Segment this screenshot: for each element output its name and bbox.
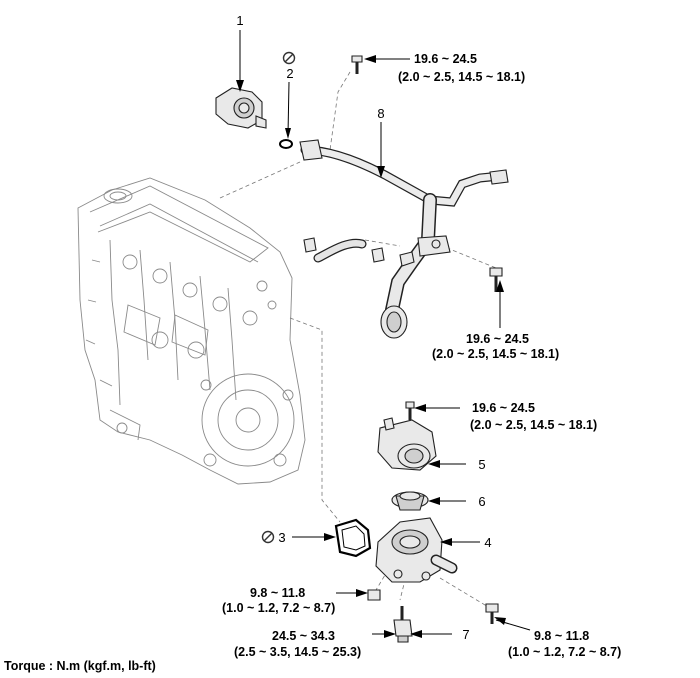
part-5-housing bbox=[377, 401, 437, 471]
part-label-3: 3 bbox=[278, 530, 285, 545]
prohibited-circle-icon bbox=[261, 530, 275, 544]
torque-top-alt: (2.0 ~ 2.5, 14.5 ~ 18.1) bbox=[398, 70, 525, 84]
bolt-top bbox=[351, 55, 363, 74]
part-label-5: 5 bbox=[478, 457, 485, 472]
torque-housing-alt: (2.0 ~ 2.5, 14.5 ~ 18.1) bbox=[470, 418, 597, 432]
torque-right-bolt-value: 9.8 ~ 11.8 bbox=[534, 629, 589, 643]
part-label-8: 8 bbox=[377, 106, 384, 121]
engine-block bbox=[77, 177, 306, 485]
part-8-water-pipe bbox=[299, 139, 509, 339]
prohibited-circle-icon bbox=[282, 51, 296, 65]
torque-top-value: 19.6 ~ 24.5 bbox=[414, 52, 477, 66]
part-label-1: 1 bbox=[236, 13, 243, 28]
torque-mid-value: 19.6 ~ 24.5 bbox=[466, 332, 529, 346]
part-2-o-ring bbox=[279, 139, 293, 149]
torque-left-bolt-alt: (1.0 ~ 1.2, 7.2 ~ 8.7) bbox=[222, 601, 335, 615]
bolt-mid bbox=[489, 267, 503, 292]
part-7-sensor bbox=[393, 606, 413, 643]
torque-mid-alt: (2.0 ~ 2.5, 14.5 ~ 18.1) bbox=[432, 347, 559, 361]
torque-right-bolt-alt: (1.0 ~ 1.2, 7.2 ~ 8.7) bbox=[508, 645, 621, 659]
part-label-2: 2 bbox=[286, 66, 293, 81]
part-1-actuator bbox=[215, 87, 267, 129]
part-4-base-housing bbox=[375, 517, 458, 583]
torque-housing-value: 19.6 ~ 24.5 bbox=[472, 401, 535, 415]
torque-unit-legend: Torque : N.m (kgf.m, lb-ft) bbox=[4, 659, 156, 673]
torque-sensor-alt: (2.5 ~ 3.5, 14.5 ~ 25.3) bbox=[234, 645, 361, 659]
bolt-left bbox=[367, 589, 381, 601]
torque-left-bolt-value: 9.8 ~ 11.8 bbox=[250, 586, 305, 600]
torque-sensor-value: 24.5 ~ 34.3 bbox=[272, 629, 335, 643]
part-3-gasket bbox=[334, 518, 372, 558]
bolt-right bbox=[485, 603, 499, 624]
part-6-thermostat bbox=[391, 491, 429, 511]
part-label-4: 4 bbox=[484, 535, 491, 550]
part-label-7: 7 bbox=[462, 627, 469, 642]
part-label-6: 6 bbox=[478, 494, 485, 509]
